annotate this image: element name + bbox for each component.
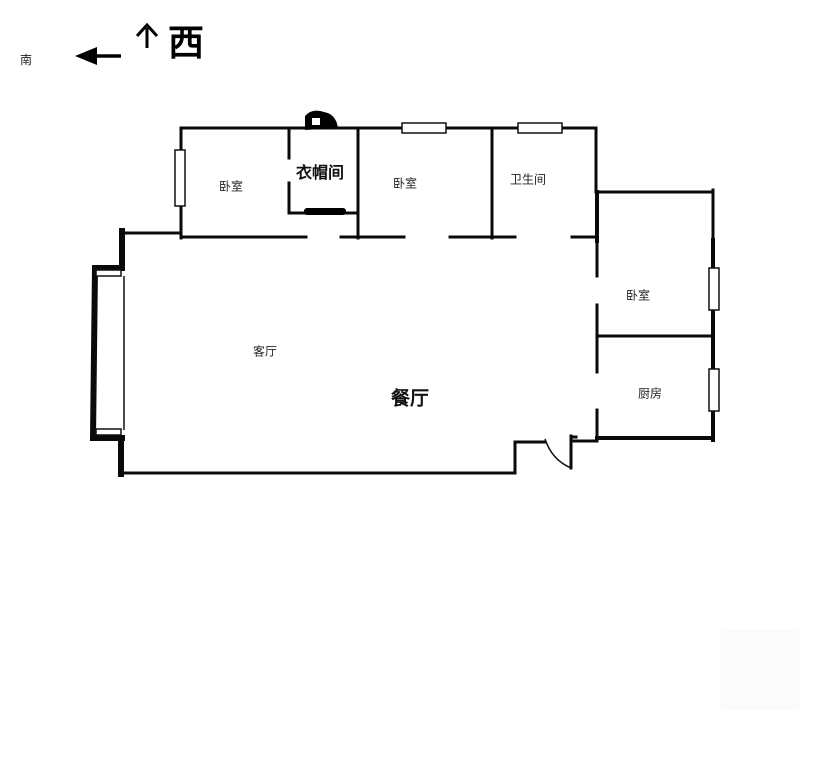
window-kitchen <box>708 368 720 412</box>
window-bedroom1 <box>174 149 186 207</box>
compass-south-label: 南 <box>20 53 33 67</box>
arrow-left-icon <box>75 47 121 65</box>
room-label-living-room: 客厅 <box>252 344 278 359</box>
watermark <box>720 630 800 710</box>
windows <box>174 122 720 412</box>
walls <box>89 126 715 477</box>
room-label-dining-room: 餐厅 <box>390 387 430 410</box>
room-label-bedroom-2: 卧室 <box>392 176 418 191</box>
room-label-walk-in-closet: 衣帽间 <box>295 163 345 182</box>
window-bathroom <box>517 122 563 134</box>
arrow-up-icon <box>135 22 159 48</box>
room-label-kitchen: 厨房 <box>637 386 663 401</box>
window-bedroom2 <box>401 122 447 134</box>
compass-west-label: 西 <box>168 23 205 64</box>
room-label-bedroom-3: 卧室 <box>625 288 651 303</box>
room-label-bedroom-1: 卧室 <box>218 179 244 194</box>
window-bedroom3 <box>708 267 720 311</box>
room-label-bathroom: 卫生间 <box>509 172 547 187</box>
closet-fixture-icon <box>304 110 346 215</box>
